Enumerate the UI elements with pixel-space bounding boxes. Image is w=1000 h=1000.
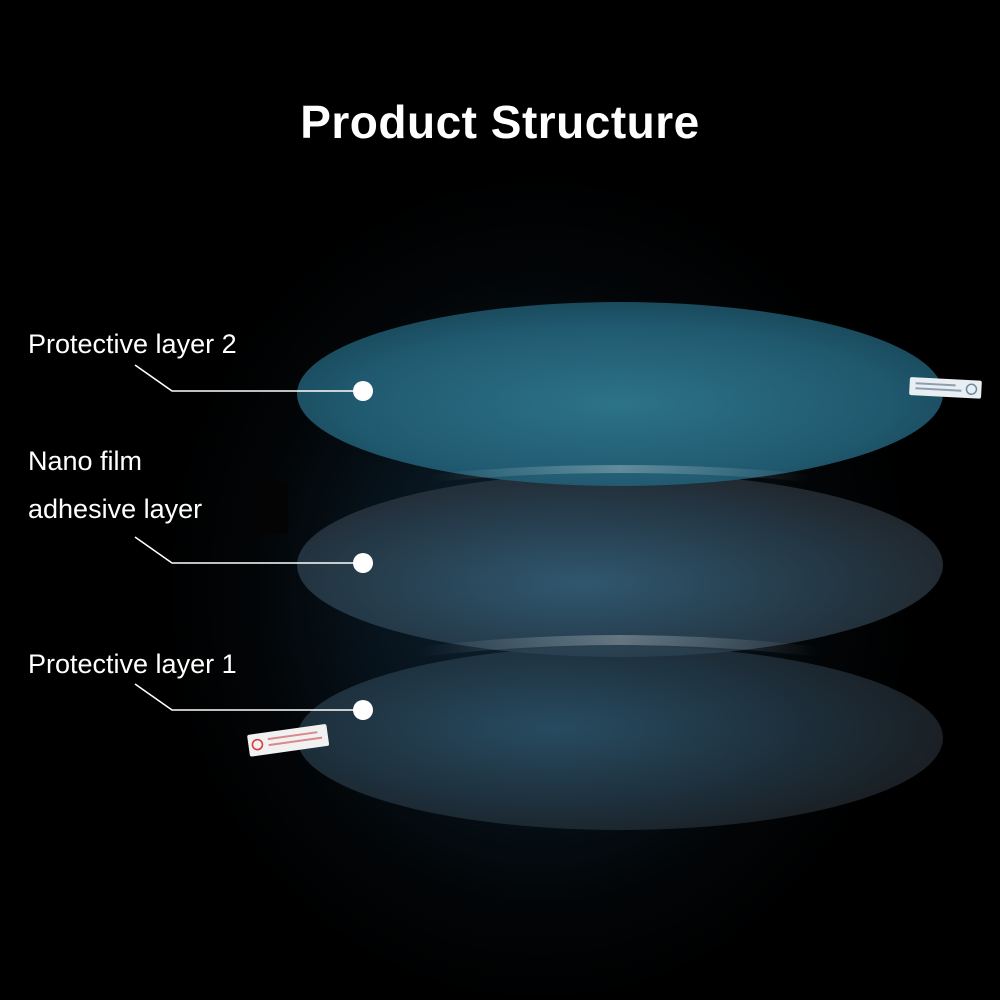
protective-layer-2-seam xyxy=(429,465,811,482)
page-title: Product Structure xyxy=(300,96,700,148)
protective-layer-2-sheet xyxy=(297,302,943,486)
marker-nano-film xyxy=(353,553,373,573)
label-nano-film-adhesive-layer: Nano film adhesive layer xyxy=(28,437,202,533)
peel-tab-top xyxy=(909,377,982,399)
leader-line-protective-layer-1 xyxy=(134,683,363,711)
leader-line-protective-layer-2 xyxy=(134,364,363,392)
nano-film-seam xyxy=(419,635,821,657)
label-line: Protective layer 2 xyxy=(28,329,237,359)
label-protective-layer-1: Protective layer 1 xyxy=(28,640,237,688)
label-protective-layer-2: Protective layer 2 xyxy=(28,320,237,368)
label-line: Nano film xyxy=(28,446,143,476)
marker-protective-layer-2 xyxy=(353,381,373,401)
label-backdrop xyxy=(248,482,288,534)
peel-tab-bottom xyxy=(247,724,330,757)
leader-line-nano-film xyxy=(134,536,363,564)
nano-film-sheet xyxy=(297,473,943,657)
protective-layer-1-sheet xyxy=(297,646,943,830)
label-line: adhesive layer xyxy=(28,494,203,524)
label-line: Protective layer 1 xyxy=(28,649,237,679)
marker-protective-layer-1 xyxy=(353,700,373,720)
